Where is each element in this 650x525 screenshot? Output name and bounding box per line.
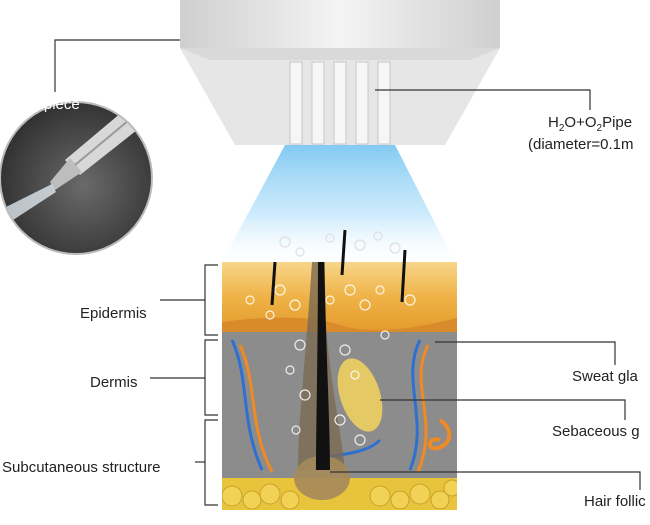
sweat-gland-coil bbox=[428, 418, 452, 451]
rising-bubbles bbox=[279, 231, 401, 257]
sweat-gland-label: Sweat gla bbox=[572, 368, 638, 385]
bubbles bbox=[245, 284, 416, 446]
pipe-device bbox=[180, 0, 500, 145]
subcutaneous-label: Subcutaneous structure bbox=[2, 459, 161, 476]
dermis-label: Dermis bbox=[90, 374, 138, 391]
oxygen-spray bbox=[222, 145, 455, 262]
fat-cells bbox=[222, 479, 457, 510]
pipe-label-pipe: Pipe bbox=[602, 114, 633, 131]
pipe-label-sub-2a: 2 bbox=[558, 123, 565, 134]
layer-brackets bbox=[204, 264, 218, 506]
hair-shaft bbox=[316, 262, 330, 470]
surface-hairs bbox=[270, 229, 407, 306]
handpiece-label: Handpiece bbox=[8, 96, 80, 113]
pipe-diameter-label: (diameter=0.1m bbox=[528, 136, 634, 153]
epidermis-label: Epidermis bbox=[80, 305, 147, 322]
hair-follicle-label: Hair follic bbox=[584, 493, 646, 510]
pipe-label-line1: H2O+O2Pipe bbox=[548, 114, 632, 134]
pipe-label-sub-2b: 2 bbox=[596, 123, 603, 134]
leader-lines bbox=[54, 39, 641, 490]
sebaceous-gland-shape bbox=[337, 358, 383, 432]
sebaceous-gland-label: Sebaceous g bbox=[552, 423, 640, 440]
skin-cross-section bbox=[222, 262, 457, 510]
pipe-label-o-plus-o: O+O bbox=[564, 114, 597, 131]
pipe-label-h: H bbox=[548, 114, 559, 131]
